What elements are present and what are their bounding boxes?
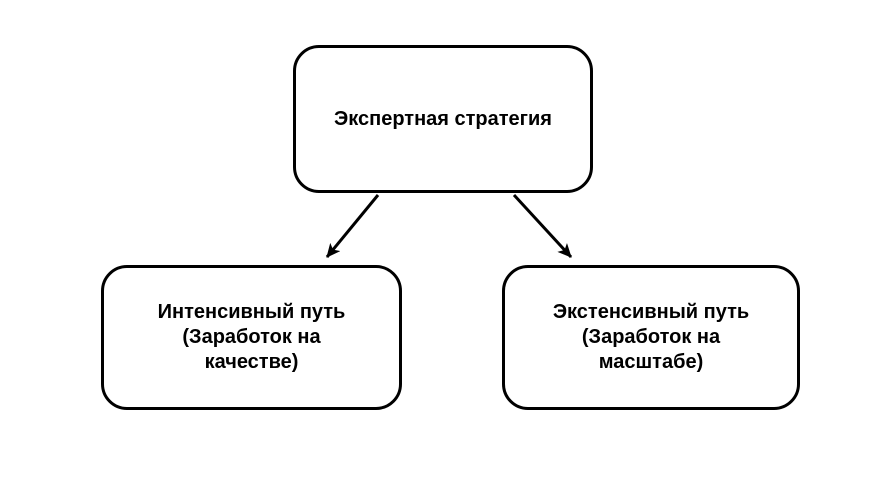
node-expert-strategy: Экспертная стратегия xyxy=(293,45,593,193)
node-extensive-path-line-2: (Заработок на xyxy=(581,326,721,348)
node-intensive-path-line-3: качестве) xyxy=(204,351,299,373)
node-intensive-path-line-1: Интенсивный путь xyxy=(157,301,346,323)
node-extensive-path: Экстенсивный путь (Заработок на масштабе… xyxy=(502,265,800,410)
edge-root-to-extensive xyxy=(512,193,573,259)
edge-root-to-intensive xyxy=(325,194,380,258)
node-extensive-path-line-3: масштабе) xyxy=(598,351,704,373)
node-expert-strategy-label: Экспертная стратегия xyxy=(334,107,552,130)
node-intensive-path: Интенсивный путь (Заработок на качестве) xyxy=(101,265,402,410)
node-extensive-path-line-1: Экстенсивный путь xyxy=(552,301,750,323)
node-intensive-path-line-2: (Заработок на xyxy=(182,326,321,348)
